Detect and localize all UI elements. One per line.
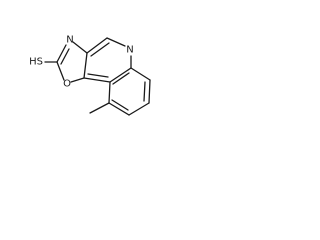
bond-c9a-c9b-double [87, 73, 109, 78]
quinoline-nitrogen-label: N [126, 45, 133, 56]
oxazole-ring [44, 41, 88, 83]
bond-c6-c7 [148, 79, 151, 104]
oxazole-oxygen-label: O [63, 79, 71, 90]
bond-o1-c2 [56, 61, 65, 81]
bond-c3a-c9b [83, 52, 88, 79]
benzene-ring [108, 67, 151, 116]
bond-c9a-c9b [83, 77, 111, 83]
bond-c9-c9a [108, 81, 111, 104]
bond-methyl [89, 102, 110, 114]
bond-c3a-c4 [86, 37, 108, 54]
bond-c5a-c6 [130, 67, 151, 81]
bond-c3a-c4-double [90, 42, 110, 57]
bond-c8-c9 [108, 102, 130, 116]
bond-c6-c7-double [143, 81, 146, 102]
sulfur-label: HS [29, 57, 43, 68]
bond-c8-c9-double [111, 99, 129, 111]
pyridine-ring [83, 37, 132, 83]
molecule-diagram: HS N O N [29, 35, 151, 116]
bond-c5a-c9a [109, 67, 132, 83]
oxazole-nitrogen-label: N [66, 35, 73, 46]
bond-c2-n3 [56, 44, 67, 63]
bond-c4-n5 [106, 37, 126, 47]
bond-n3-c3a [72, 41, 88, 54]
atom-labels: HS N O N [29, 35, 134, 90]
bond-c5a-c9a-inner [112, 72, 130, 85]
bond-c9b-o1 [70, 77, 85, 83]
bond-c7-c8 [128, 102, 150, 116]
bond-c2-n3-double [60, 48, 70, 65]
